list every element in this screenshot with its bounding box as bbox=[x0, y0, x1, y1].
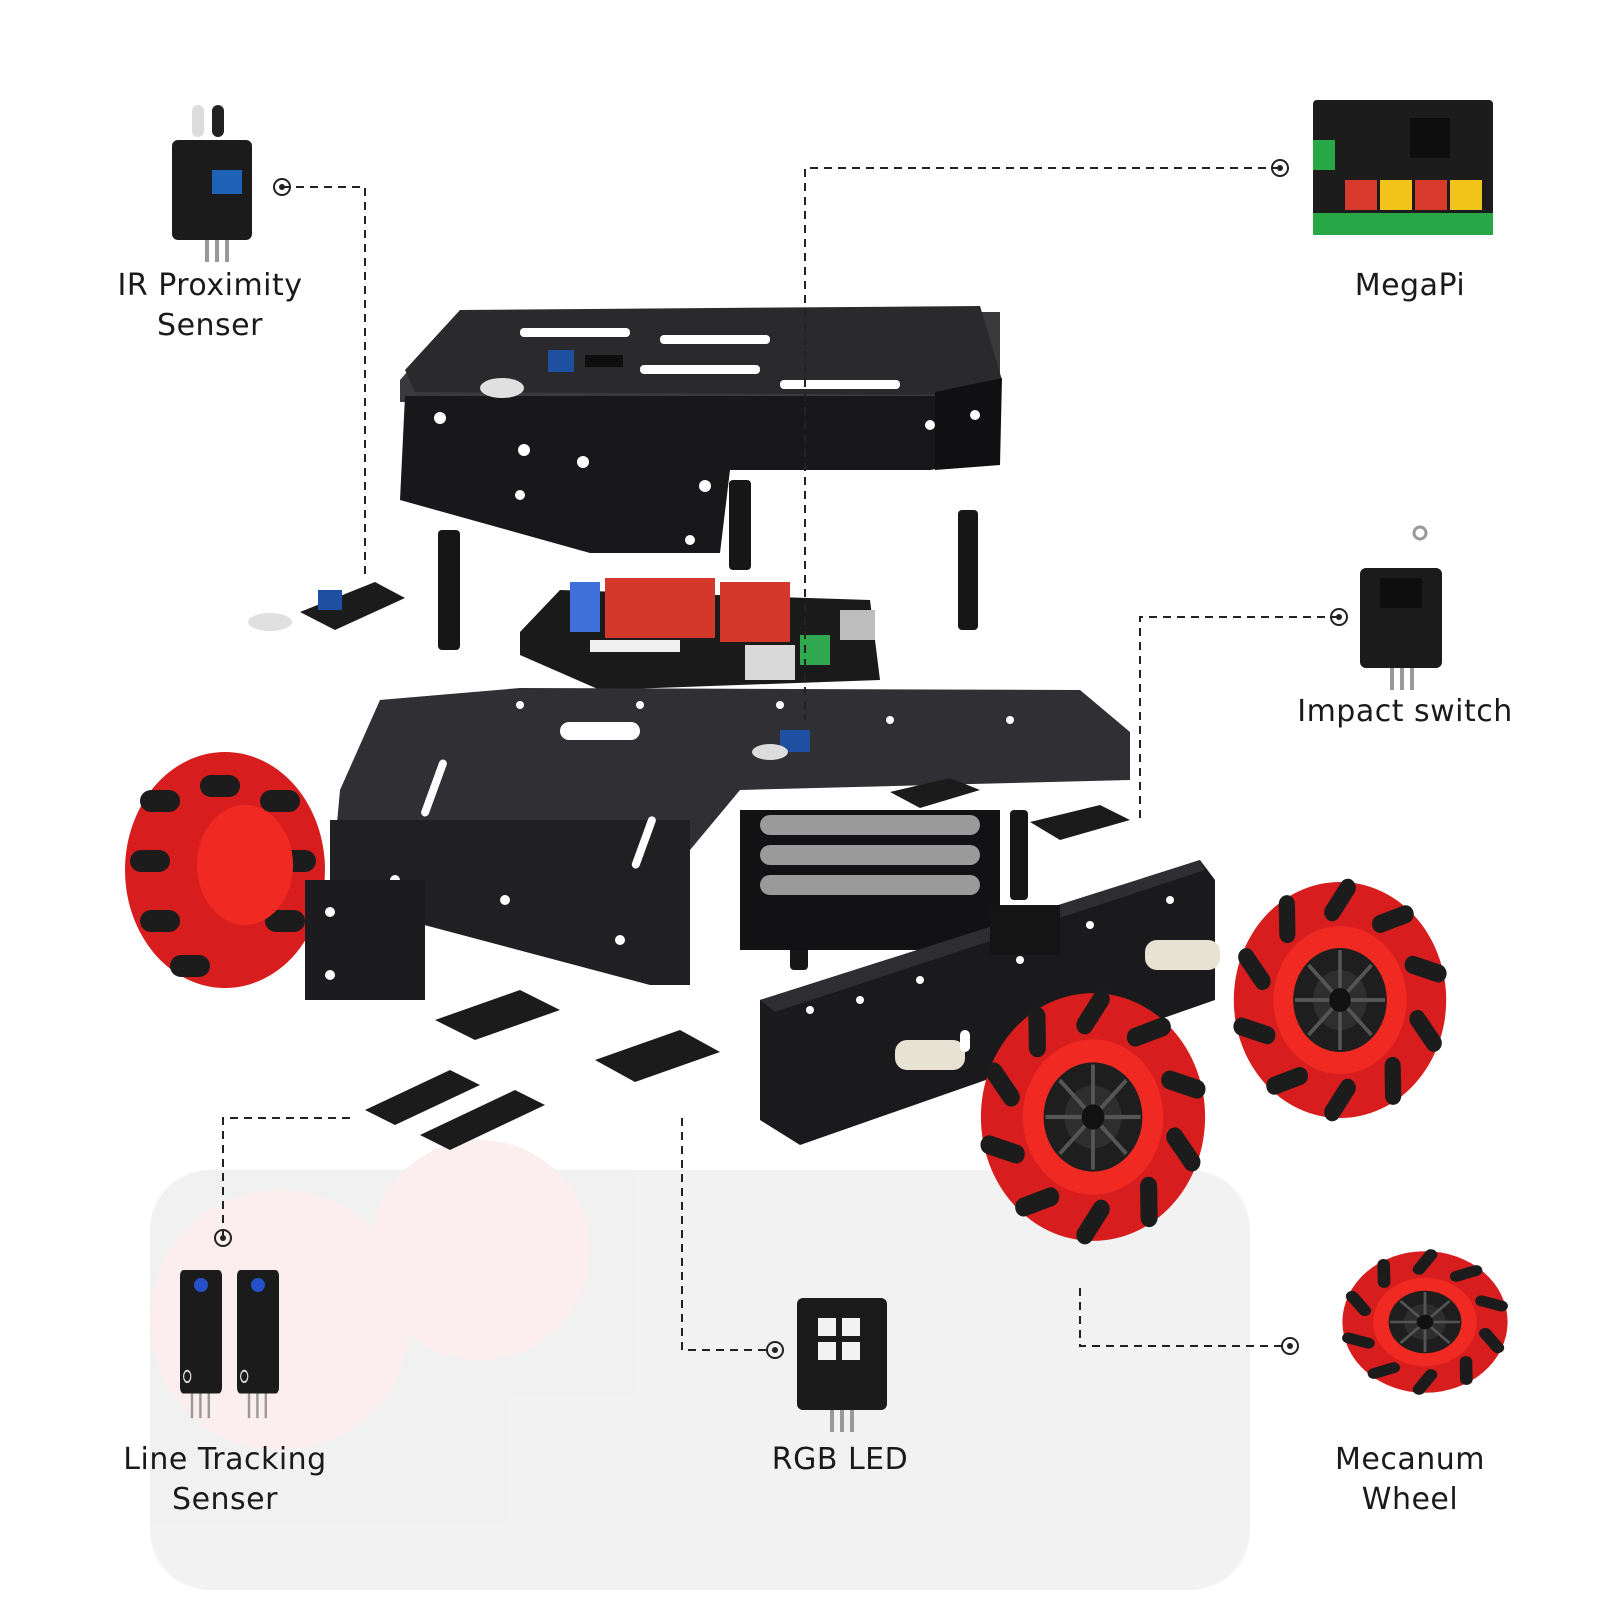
ir-sensor-loose bbox=[248, 582, 405, 631]
label-megapi-line1: MegaPi bbox=[1354, 268, 1466, 303]
megapi-thumbnail bbox=[1313, 100, 1493, 235]
label-line-tracking-line1: Line Tracking bbox=[123, 1442, 327, 1477]
label-line-tracking: Line Tracking Senser bbox=[95, 1440, 355, 1520]
label-line-tracking-line2: Senser bbox=[172, 1482, 278, 1517]
ir-proximity-thumbnail bbox=[172, 105, 252, 262]
label-mecanum-wheel-line2: Wheel bbox=[1361, 1482, 1459, 1517]
label-mecanum-wheel-line1: Mecanum bbox=[1335, 1442, 1485, 1477]
mecanum-wheel-left bbox=[125, 752, 425, 1000]
leader-lines bbox=[222, 167, 1339, 1351]
label-impact-switch-line1: Impact switch bbox=[1297, 694, 1513, 729]
floor-reflection bbox=[150, 1140, 1250, 1590]
top-chassis-plate bbox=[400, 306, 1002, 553]
mecanum-wheel-front-right bbox=[1231, 875, 1448, 1125]
label-megapi: MegaPi bbox=[1300, 266, 1520, 306]
label-ir-proximity-line2: Senser bbox=[157, 308, 263, 343]
megapi-board-mounted bbox=[520, 578, 880, 690]
mecanum-wheel-thumbnail bbox=[1341, 1247, 1510, 1397]
label-rgb-led: RGB LED bbox=[730, 1440, 950, 1480]
leader-markers bbox=[214, 159, 1348, 1359]
line-sensors-loose bbox=[365, 1070, 545, 1150]
label-impact-switch: Impact switch bbox=[1265, 692, 1545, 732]
rgb-led-thumbnail bbox=[797, 1298, 887, 1432]
label-ir-proximity-line1: IR Proximity bbox=[117, 268, 303, 303]
impact-sensor-loose bbox=[890, 778, 1130, 840]
label-rgb-led-line1: RGB LED bbox=[771, 1442, 909, 1477]
rgb-sensors-loose bbox=[435, 990, 720, 1082]
front-axle-beam bbox=[760, 860, 1220, 1145]
lower-chassis-body bbox=[330, 688, 1130, 985]
line-tracking-thumbnail bbox=[179, 1269, 280, 1420]
label-mecanum-wheel: Mecanum Wheel bbox=[1300, 1440, 1520, 1520]
impact-switch-thumbnail bbox=[1360, 525, 1442, 690]
label-ir-proximity: IR Proximity Senser bbox=[90, 266, 330, 346]
